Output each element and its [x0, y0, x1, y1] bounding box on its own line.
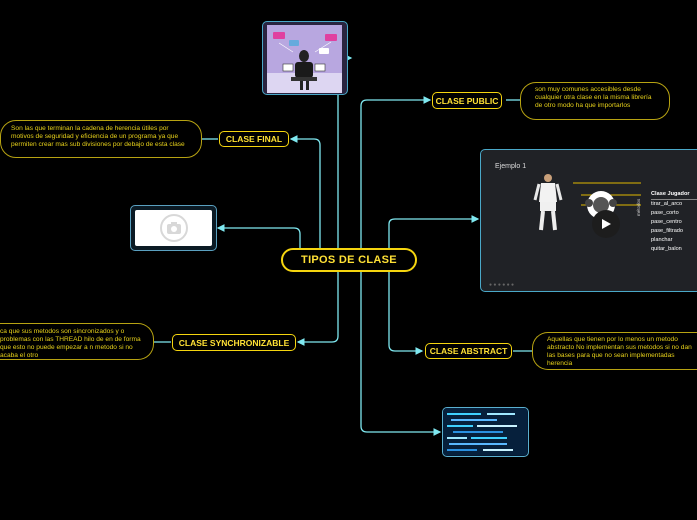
note-text: Aquellas que tienen por lo menos un meto…: [547, 336, 692, 368]
topic-clase-synchronizable[interactable]: CLASE SYNCHRONIZABLE: [172, 334, 296, 351]
play-button[interactable]: [592, 210, 620, 238]
code-screen-image[interactable]: [442, 407, 529, 457]
play-icon: [602, 219, 611, 229]
method-item: pase_corto: [651, 210, 679, 216]
method-item: pase_filtrado: [651, 228, 684, 234]
image-placeholder[interactable]: [130, 205, 217, 251]
note-public[interactable]: son muy comunes accesibles desde cualqui…: [520, 82, 670, 120]
topic-clase-public[interactable]: CLASE PUBLIC: [432, 92, 502, 109]
topic-label: CLASE PUBLIC: [435, 95, 499, 106]
placeholder-frame: [135, 210, 212, 246]
note-text: Son las que terminan la cadena de herenc…: [11, 125, 185, 149]
line-to-code-image: [360, 272, 442, 436]
class-method-list: Clase Jugador tirar_al_arco pase_corto p…: [651, 190, 697, 254]
class-header: Clase Jugador: [651, 190, 697, 200]
topic-label: CLASE FINAL: [225, 134, 283, 144]
method-item: tirar_al_arco: [651, 201, 683, 207]
camera-icon: [159, 214, 188, 242]
note-final[interactable]: Son las que terminan la cadena de herenc…: [0, 120, 202, 158]
line-to-video: [388, 215, 480, 248]
methods-side-label: métodos: [636, 198, 641, 216]
method-item: quitar_balon: [651, 246, 682, 252]
diagram-lines: [573, 182, 641, 219]
central-topic-label: TIPOS DE CLASE: [301, 254, 397, 266]
method-item: planchar: [651, 237, 673, 243]
video-title: Ejemplo 1: [495, 163, 527, 170]
line-to-final: [289, 135, 321, 248]
video-embed[interactable]: Ejemplo 1 Clase Jugador tirar_al_arco pa…: [480, 149, 697, 292]
topic-clase-final[interactable]: CLASE FINAL: [219, 131, 289, 147]
line-to-camera: [216, 224, 301, 248]
note-text: son muy comunes accesibles desde cualqui…: [535, 86, 652, 110]
topic-clase-abstract[interactable]: CLASE ABSTRACT: [425, 343, 512, 359]
line-to-synchronizable: [296, 272, 339, 346]
note-synchronizable[interactable]: ca que sus metodos son sincronizados y o…: [0, 323, 154, 360]
programmer-illustration[interactable]: [262, 21, 348, 95]
topic-label: CLASE ABSTRACT: [429, 346, 508, 356]
central-topic[interactable]: TIPOS DE CLASE: [281, 248, 417, 272]
note-abstract[interactable]: Aquellas que tienen por lo menos un meto…: [532, 332, 697, 370]
topic-label: CLASE SYNCHRONIZABLE: [178, 337, 290, 348]
programmer-icon: [267, 25, 342, 93]
note-text: ca que sus metodos son sincronizados y o…: [0, 328, 141, 360]
method-item: pase_centro: [651, 219, 682, 225]
line-to-public: [360, 96, 432, 248]
soccer-player-figure: [533, 174, 563, 231]
code-screen-graphic: [443, 408, 527, 455]
line-to-abstract: [388, 272, 424, 355]
video-controls[interactable]: ● ● ● ● ● ●: [489, 282, 515, 288]
